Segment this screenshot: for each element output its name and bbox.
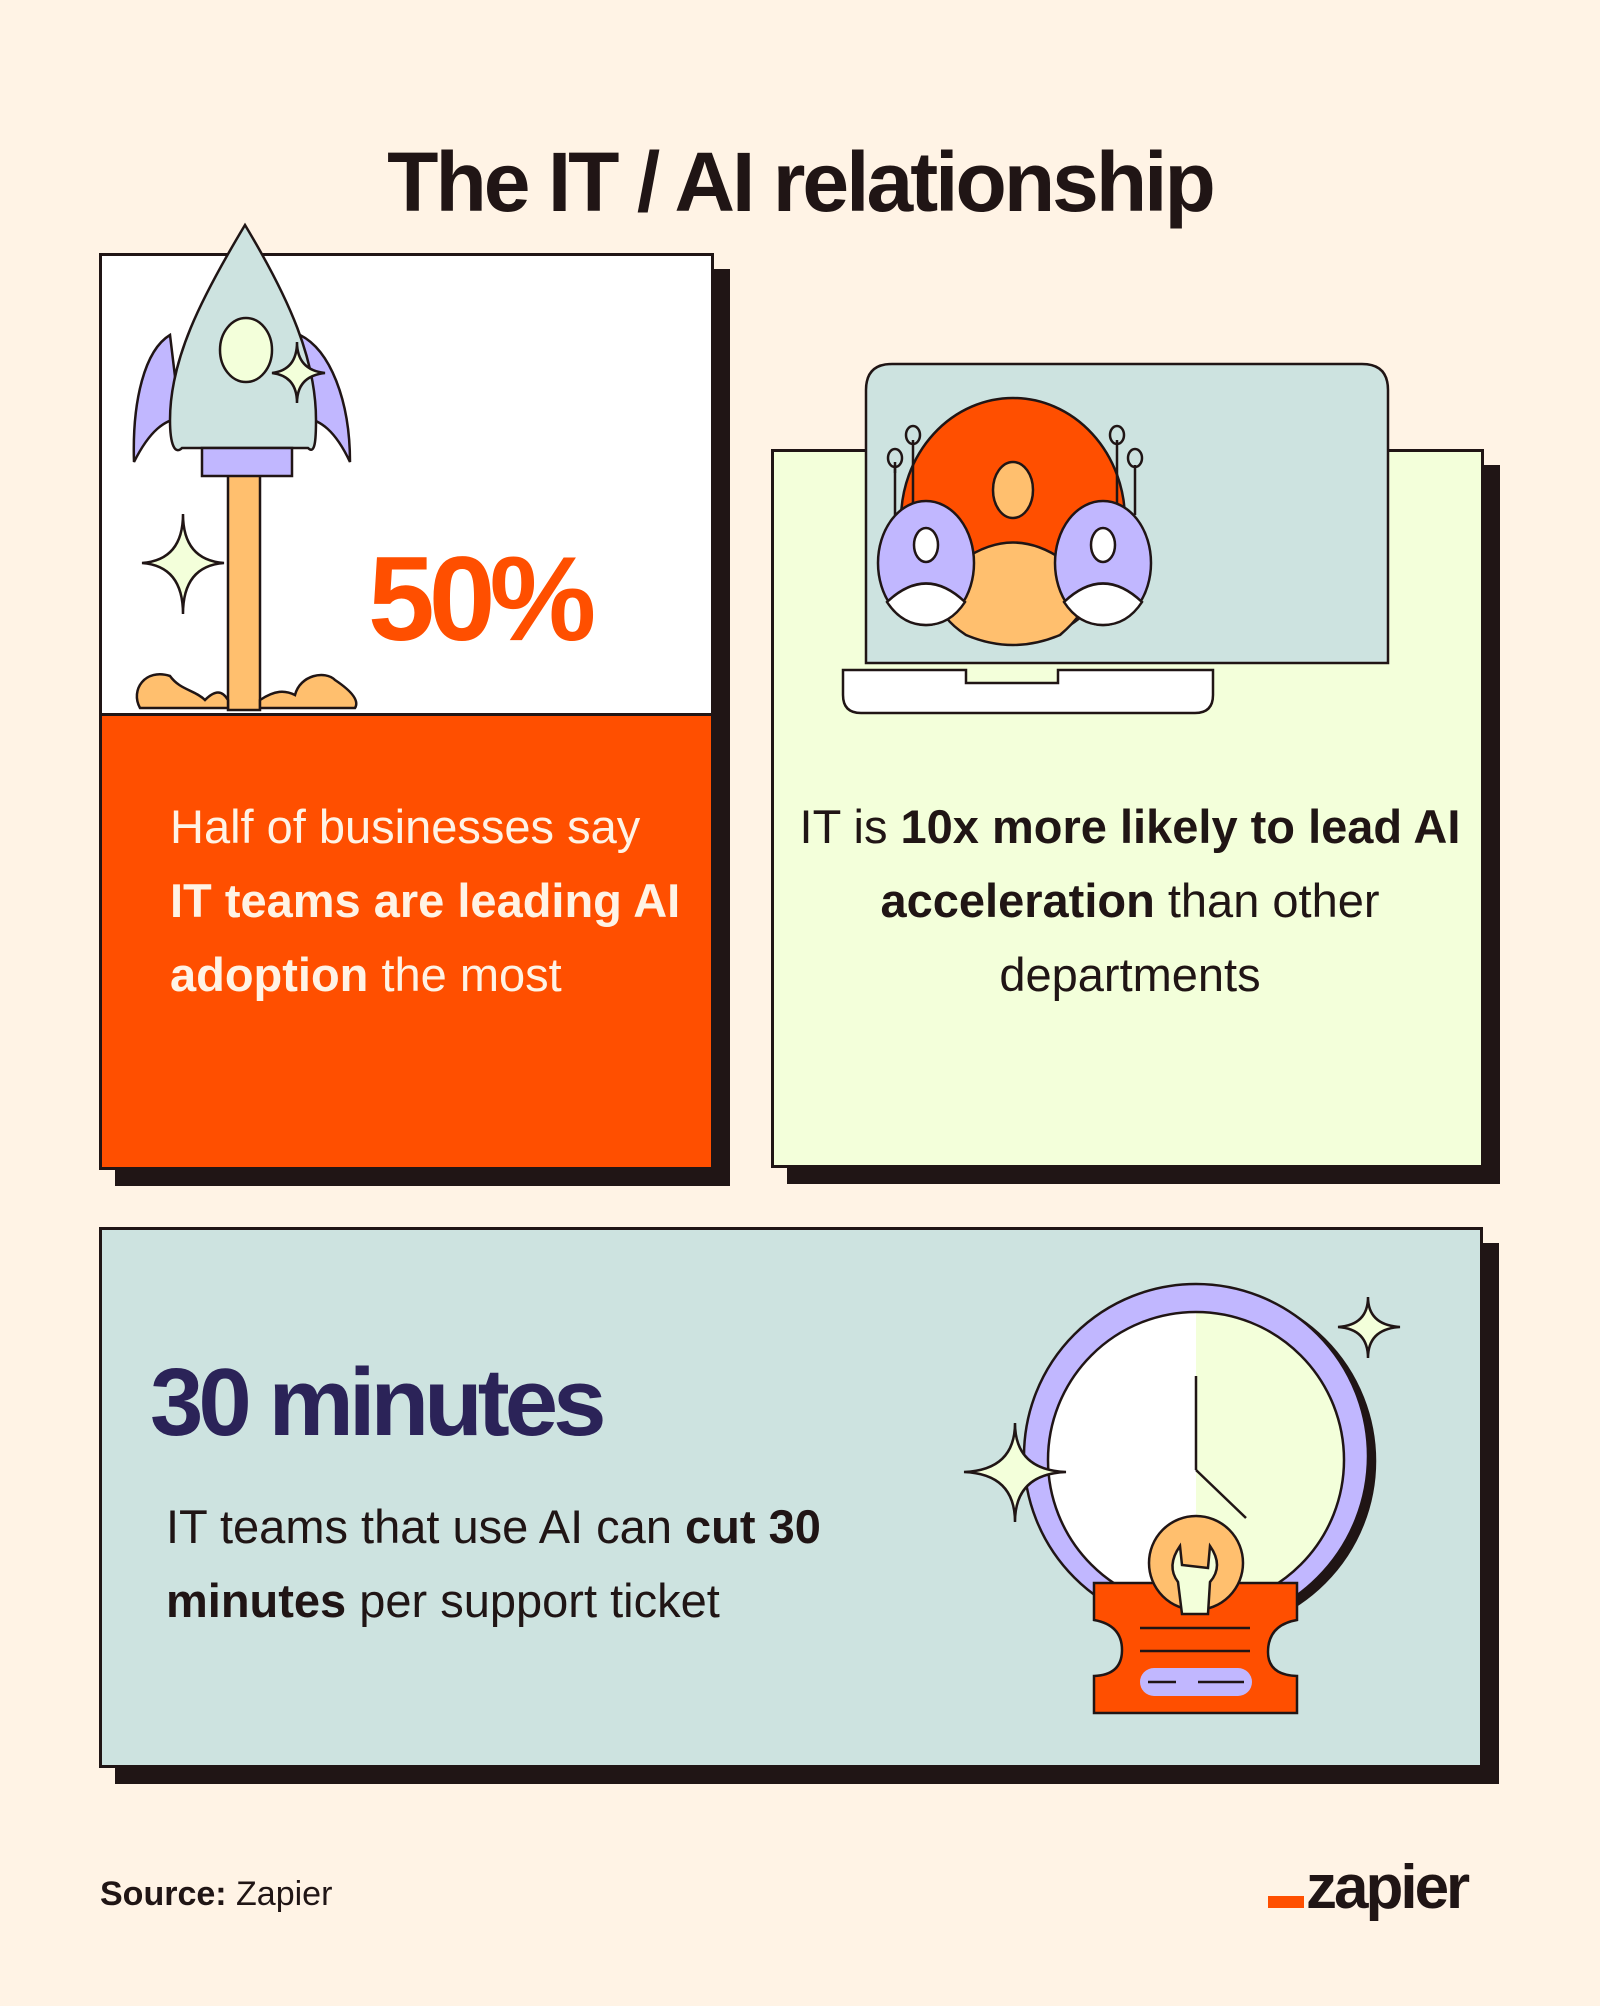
- stat-description: IT is 10x more likely to lead AI acceler…: [780, 790, 1480, 1012]
- stat-value: 30 minutes: [150, 1349, 607, 1456]
- card-orange-panel: [102, 713, 711, 1167]
- description-text: IT teams that use AI can: [166, 1500, 686, 1553]
- page-title: The IT / AI relationship: [387, 135, 1216, 230]
- logo-underscore-icon: [1268, 1896, 1304, 1908]
- description-highlight: IT teams are leading AI adoption: [170, 874, 681, 1001]
- description-highlight: 10x more likely to lead AI acceleration: [880, 800, 1461, 927]
- stat-description: IT teams that use AI can cut 30 minutes …: [166, 1490, 946, 1638]
- stat-description: Half of businesses say IT teams are lead…: [170, 790, 690, 1012]
- description-text: IT is: [799, 800, 901, 853]
- stat-value: 50%: [368, 532, 596, 666]
- zapier-logo: zapier: [1268, 1853, 1470, 1922]
- description-text: Half of businesses say: [170, 800, 641, 853]
- description-highlight: cut 30 minutes: [166, 1500, 821, 1627]
- description-text: per support ticket: [346, 1574, 720, 1627]
- source-citation: Source: Zapier: [100, 1875, 332, 1914]
- description-text: the most: [368, 948, 562, 1001]
- description-text: than other departments: [999, 874, 1380, 1001]
- source-label: Source:: [100, 1875, 227, 1913]
- logo-wordmark: zapier: [1306, 1853, 1470, 1922]
- source-value: Zapier: [226, 1875, 333, 1913]
